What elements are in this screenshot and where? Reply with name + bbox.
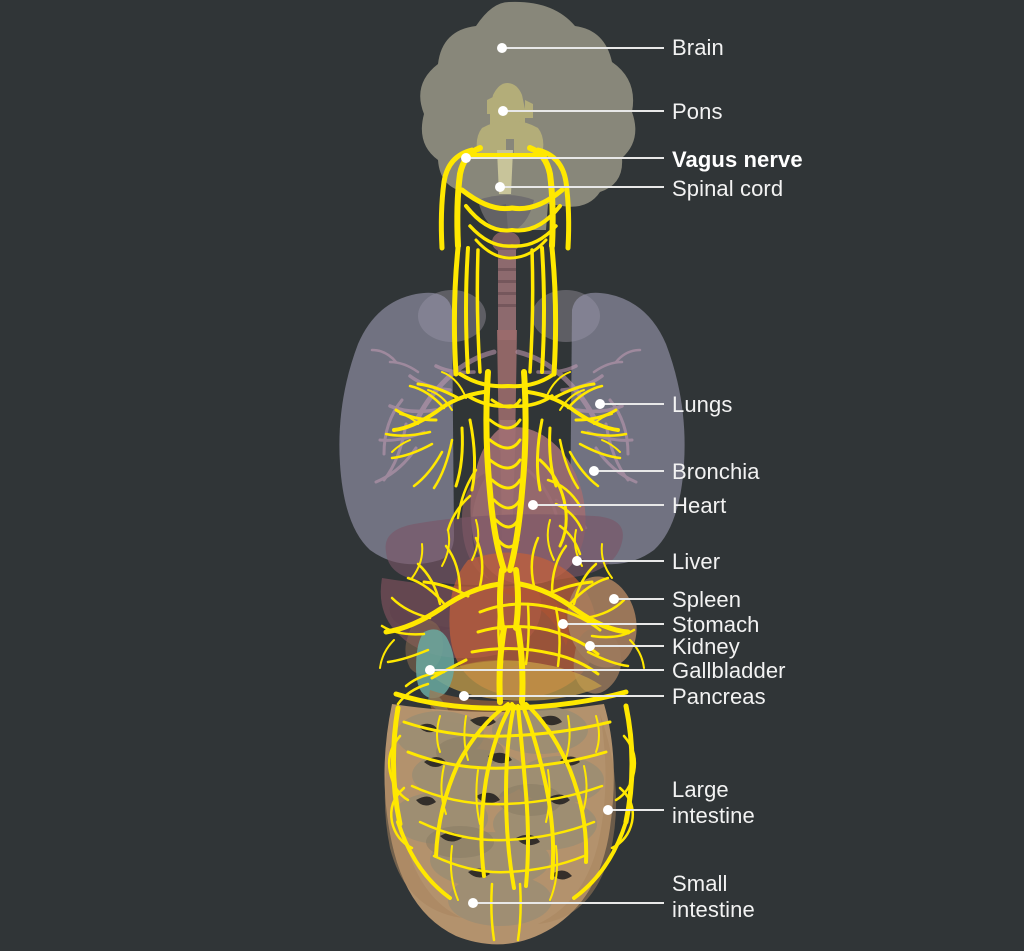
label-liver: Liver [672, 549, 721, 574]
label-large-intestine: Large intestine [672, 777, 755, 828]
leader-gallbladder [425, 665, 664, 675]
leader-spleen [609, 594, 664, 604]
leader-dot-small-intestine [468, 898, 478, 908]
leader-dot-spleen [609, 594, 619, 604]
leader-dot-stomach [558, 619, 568, 629]
leader-dot-vagus-nerve [461, 153, 471, 163]
leader-dot-kidney [585, 641, 595, 651]
leader-spinal-cord [495, 182, 664, 192]
leader-kidney [585, 641, 664, 651]
leader-dot-heart [528, 500, 538, 510]
leader-dot-lungs [595, 399, 605, 409]
label-vagus-nerve: Vagus nerve [672, 147, 803, 172]
leader-dot-spinal-cord [495, 182, 505, 192]
label-lungs: Lungs [672, 392, 733, 417]
leader-stomach [558, 619, 664, 629]
label-bronchia: Bronchia [672, 459, 760, 484]
label-small-intestine: Small intestine [672, 871, 755, 922]
leader-lungs [595, 399, 664, 409]
leader-dot-bronchia [589, 466, 599, 476]
label-brain: Brain [672, 35, 724, 60]
leader-dot-large-intestine [603, 805, 613, 815]
label-gallbladder: Gallbladder [672, 658, 786, 683]
label-spinal-cord: Spinal cord [672, 176, 784, 201]
label-pons: Pons [672, 99, 723, 124]
label-kidney: Kidney [672, 634, 740, 659]
leader-dot-brain [497, 43, 507, 53]
label-spleen: Spleen [672, 587, 742, 612]
leader-dot-gallbladder [425, 665, 435, 675]
label-pancreas: Pancreas [672, 684, 766, 709]
leader-heart [528, 500, 664, 510]
leader-dot-pons [498, 106, 508, 116]
leader-small-intestine [468, 898, 664, 908]
leader-pancreas [459, 691, 664, 701]
leader-pons [498, 106, 664, 116]
vagus-nerve-shape [379, 145, 645, 942]
label-heart: Heart [672, 493, 727, 518]
leader-brain [497, 43, 664, 53]
leader-bronchia [589, 466, 664, 476]
label-stomach: Stomach [672, 612, 760, 637]
leader-dot-liver [572, 556, 582, 566]
leader-liver [572, 556, 664, 566]
leader-dot-pancreas [459, 691, 469, 701]
leader-lines [425, 43, 664, 908]
leader-large-intestine [603, 805, 664, 815]
leader-vagus-nerve [461, 153, 664, 163]
